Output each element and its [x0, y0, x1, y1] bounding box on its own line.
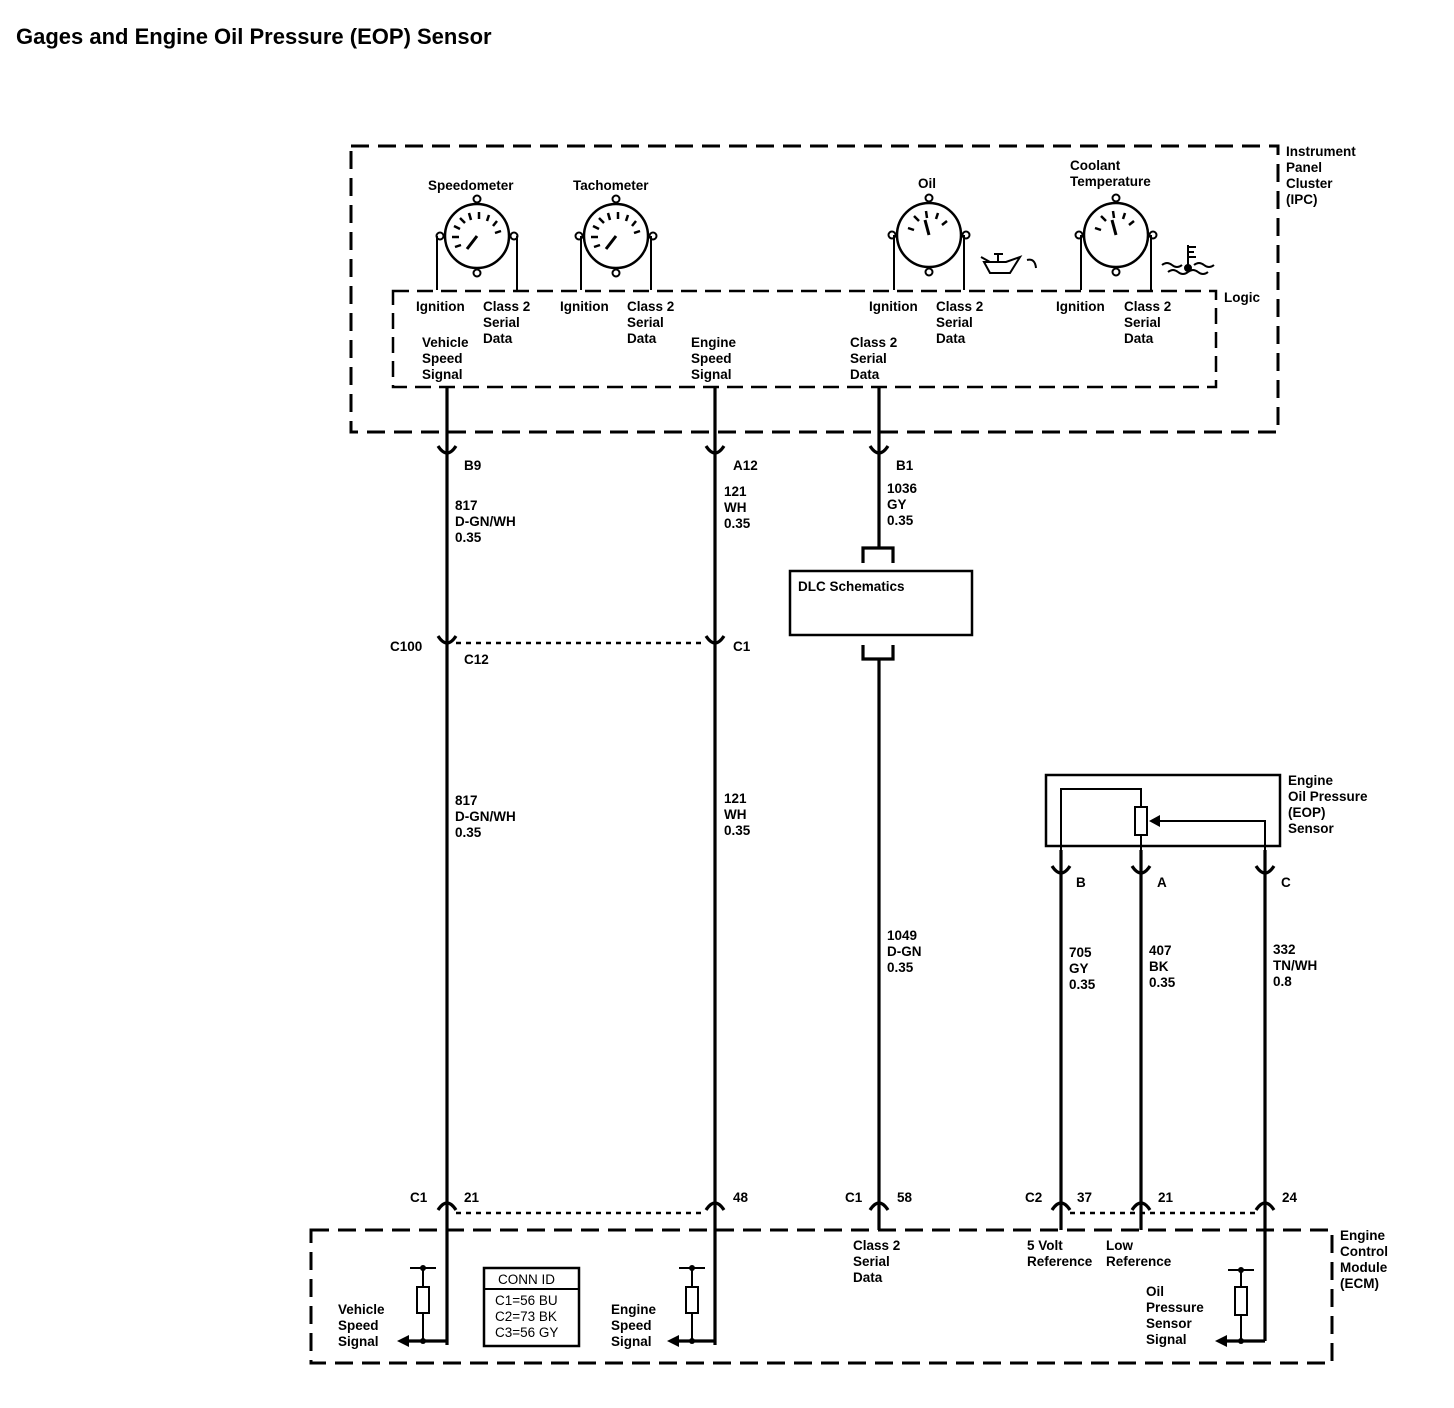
ipc-pin-b1: B1: [896, 458, 914, 473]
eop-potentiometer-icon: [1060, 788, 1266, 855]
oil-can-icon: [980, 253, 1037, 274]
svg-text:Ignition: Ignition: [869, 299, 918, 314]
connector-c100-pin-c12: C12: [464, 652, 489, 667]
ecm-pin-58: 58: [897, 1190, 913, 1205]
conn-id-table: CONN ID C1=56 BU C2=73 BK C3=56 GY: [482, 1266, 581, 1348]
eop-pin-a: A: [1157, 875, 1167, 890]
circuit-eop-5v-reference: [1050, 850, 1072, 1230]
circuit-vehicle-speed: [436, 388, 458, 1345]
eop-sensor-box: [1044, 773, 1282, 848]
circuit-engine-speed: [704, 388, 726, 1345]
svg-text:Ignition: Ignition: [416, 299, 465, 314]
ecm-oil-pressure-input: [1215, 1267, 1265, 1347]
ipc-pin-a12: A12: [733, 458, 758, 473]
ecm-pin-21-c2: 21: [1158, 1190, 1174, 1205]
ecm-boundary: [309, 1228, 1334, 1365]
ecm-connector-c2: C2: [1025, 1190, 1042, 1205]
circuit-class2-serial-data: [861, 388, 895, 1230]
ecm-connector-c1: C1: [410, 1190, 428, 1205]
ecm-connector-c1-class2: C1: [845, 1190, 863, 1205]
coolant-temperature-icon: [1161, 245, 1215, 275]
logic-label: Logic: [1224, 290, 1260, 305]
conn-id-row: C3=56 GY: [495, 1325, 558, 1340]
dlc-schematics-box[interactable]: [788, 569, 974, 637]
ecm-vehicle-speed-input: [397, 1265, 447, 1347]
svg-text:Oil: Oil: [918, 176, 936, 191]
diagram-title: Gages and Engine Oil Pressure (EOP) Sens…: [16, 24, 492, 49]
circuit-eop-signal: [1254, 850, 1276, 1341]
ecm-pin-37: 37: [1077, 1190, 1092, 1205]
eop-pin-b: B: [1076, 875, 1086, 890]
ecm-pin-24: 24: [1282, 1190, 1298, 1205]
svg-text:Ignition: Ignition: [560, 299, 609, 314]
eop-pin-c: C: [1281, 875, 1291, 890]
conn-id-title: CONN ID: [498, 1272, 555, 1287]
dlc-schematics-label: DLC Schematics: [798, 579, 905, 594]
logic-boundary: [391, 289, 1218, 389]
svg-text:Speedometer: Speedometer: [428, 178, 514, 193]
svg-text:Ignition: Ignition: [1056, 299, 1105, 314]
ecm-engine-speed-input: [667, 1265, 715, 1347]
ipc-label: Instrument Panel Cluster (IPC): [1286, 144, 1360, 207]
ipc-pin-b9: B9: [464, 458, 481, 473]
svg-text:Tachometer: Tachometer: [573, 178, 649, 193]
ipc-boundary: [349, 144, 1280, 434]
connector-c100: C100: [390, 639, 422, 654]
conn-id-row: C1=56 BU: [495, 1293, 558, 1308]
conn-id-row: C2=73 BK: [495, 1309, 557, 1324]
ecm-pin-48: 48: [733, 1190, 749, 1205]
connector-c100-pin-c1: C1: [733, 639, 751, 654]
circuit-eop-low-reference: [1130, 850, 1152, 1230]
ecm-pin-21: 21: [464, 1190, 480, 1205]
